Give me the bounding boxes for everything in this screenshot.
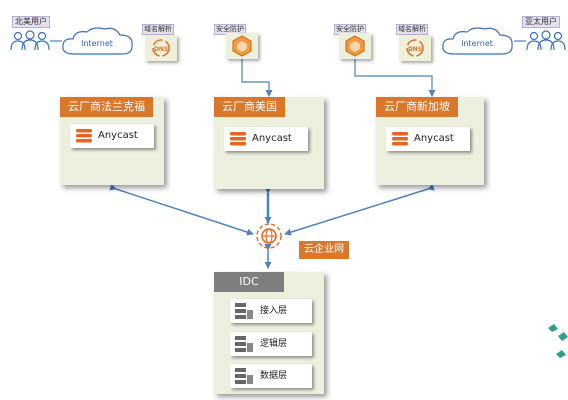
idc-layer-logic: 逻辑层 — [230, 332, 312, 356]
link-singapore-cen — [284, 183, 435, 236]
dns-label-left: 域名解析 — [142, 24, 174, 35]
anycast-label: Anycast — [252, 133, 292, 144]
region-title-frankfurt: 云厂商法兰克福 — [60, 97, 153, 117]
region-title-us: 云厂商美国 — [214, 97, 285, 117]
dns-icon-right: DNS — [399, 35, 431, 61]
idc-layer-access: 接入层 — [230, 299, 312, 323]
region-singapore: 云厂商新加坡 Anycast — [376, 97, 484, 185]
region-us: 云厂商美国 Anycast — [214, 97, 324, 189]
server-icon — [235, 336, 253, 352]
users-icon-left — [10, 30, 50, 51]
internet-label-right: Internet — [461, 39, 493, 48]
region-frankfurt: 云厂商法兰克福 Anycast — [60, 97, 164, 185]
anycast-label: Anycast — [414, 133, 454, 144]
server-icon — [235, 303, 253, 319]
north-america-users-label: 北美用户 — [12, 16, 50, 28]
server-icon — [235, 368, 253, 384]
link-security-us — [241, 59, 273, 97]
dns-glyph-right: DNS — [408, 46, 422, 53]
internet-cloud-left: Internet — [62, 27, 133, 55]
anycast-icon — [76, 129, 92, 143]
anycast-icon — [392, 132, 408, 146]
dns-label-right: 域名解析 — [396, 24, 428, 35]
dns-icon-left: DNS — [145, 35, 177, 61]
cen-hub-icon — [256, 223, 282, 249]
region-title-singapore: 云厂商新加坡 — [376, 97, 458, 117]
link-frankfurt-cen — [109, 183, 254, 236]
link-security-sg — [354, 59, 436, 97]
idc-title: IDC — [214, 272, 284, 292]
anycast-node-us: Anycast — [224, 127, 308, 151]
security-icon-left — [226, 33, 258, 59]
anycast-node-frankfurt: Anycast — [70, 124, 154, 148]
cen-label: 云企业网 — [299, 241, 349, 259]
idc-datacenter: IDC 接入层 逻辑层 — [214, 272, 324, 394]
anycast-node-singapore: Anycast — [386, 127, 470, 151]
anycast-icon — [230, 132, 246, 146]
idc-layer-data: 数据层 — [230, 364, 312, 388]
decorative-leaves-icon — [548, 324, 568, 358]
security-icon-right — [339, 33, 371, 59]
internet-cloud-right: Internet — [442, 27, 513, 55]
layer-label-logic: 逻辑层 — [260, 339, 288, 349]
layer-label-access: 接入层 — [260, 306, 288, 316]
asia-pacific-users-label: 亚太用户 — [522, 16, 560, 28]
dns-glyph-left: DNS — [154, 46, 168, 53]
anycast-label: Anycast — [98, 130, 138, 141]
users-icon-right — [526, 30, 566, 51]
internet-label-left: Internet — [81, 39, 113, 48]
layer-label-data: 数据层 — [260, 371, 288, 381]
